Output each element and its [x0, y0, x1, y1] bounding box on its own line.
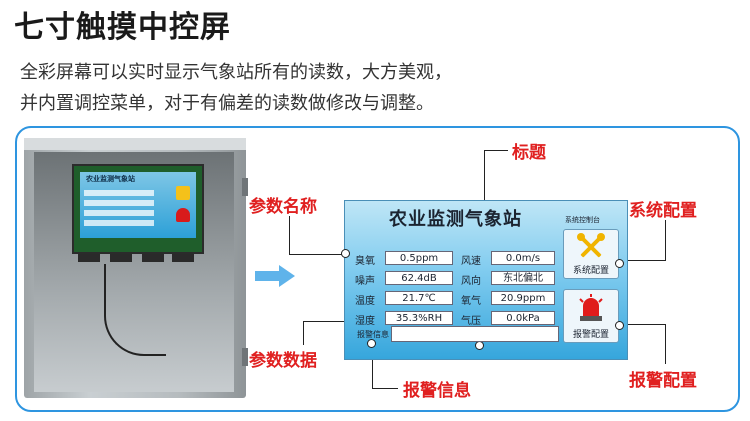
callout-line — [289, 216, 290, 254]
reading-label: 湿度 — [355, 316, 375, 327]
callout-anchor — [615, 259, 624, 268]
callout-line — [372, 388, 398, 389]
device-reading-row — [84, 210, 154, 216]
callout-system-config: 系统配置 — [629, 201, 697, 221]
device-reading-row — [84, 200, 154, 206]
callout-line — [617, 260, 666, 261]
terminal-block — [72, 254, 200, 264]
reading-label: 气压 — [461, 316, 481, 327]
touchscreen-mockup: 农业监测气象站 臭氧 0.5ppm 风速 0.0m/s 噪声 62.4dB 风向… — [341, 200, 628, 360]
callout-line — [303, 321, 363, 322]
callout-anchor — [475, 341, 484, 350]
callout-line — [303, 321, 304, 345]
page-heading: 七寸触摸中控屏 — [14, 10, 231, 45]
device-reading-row — [84, 190, 154, 196]
callout-line — [617, 324, 666, 325]
reading-value: 62.4dB — [385, 271, 453, 285]
reading-value: 21.7℃ — [385, 291, 453, 305]
terminal — [142, 254, 164, 262]
reading-value: 东北偏北 — [491, 271, 555, 285]
reading-value: 35.3%RH — [385, 311, 453, 325]
wrench-icon — [176, 186, 190, 200]
callout-param-name: 参数名称 — [249, 197, 317, 217]
alarm-info-field — [391, 326, 559, 342]
reading-value: 20.9ppm — [491, 291, 555, 305]
callout-line — [289, 254, 349, 255]
tools-icon — [577, 233, 605, 258]
callout-line — [484, 150, 485, 202]
callout-line — [665, 324, 666, 364]
alarm-info-label: 报警信息 — [357, 330, 389, 339]
reading-value: 0.0m/s — [491, 251, 555, 265]
cable — [104, 264, 166, 356]
callout-line — [484, 150, 508, 151]
right-arrow-icon — [255, 265, 295, 287]
callout-alarm-info: 报警信息 — [403, 381, 471, 401]
callout-anchor — [615, 321, 624, 330]
device-reading-row — [84, 220, 154, 226]
description-line-1: 全彩屏幕可以实时显示气象站所有的读数，大方美观， — [20, 62, 452, 83]
alarm-light-icon — [579, 294, 603, 321]
alarm-config-label: 报警配置 — [572, 330, 609, 340]
screen-title: 农业监测气象站 — [389, 209, 522, 230]
callout-line — [372, 340, 373, 388]
system-config-label: 系统配置 — [572, 266, 609, 276]
cabinet-hinge — [242, 178, 248, 196]
alarm-light-icon — [176, 208, 190, 222]
reading-label: 温度 — [355, 296, 375, 307]
description-line-2: 并内置调控菜单，对于有偏差的读数做修改与调整。 — [20, 93, 434, 114]
terminal — [110, 254, 132, 262]
reading-label: 臭氧 — [355, 256, 375, 267]
callout-anchor — [341, 249, 350, 258]
system-config-button[interactable]: 系统配置 — [563, 229, 619, 279]
reading-label: 噪声 — [355, 276, 375, 287]
reading-label: 氧气 — [461, 296, 481, 307]
callout-anchor — [367, 339, 376, 348]
terminal — [78, 254, 100, 262]
callout-alarm-config: 报警配置 — [629, 371, 697, 391]
reading-label: 风向 — [461, 276, 481, 287]
callout-line — [665, 220, 666, 260]
product-panel: 农业监测气象站 标题 参数名称 系统配置 参数数据 — [15, 126, 740, 412]
reading-value: 0.5ppm — [385, 251, 453, 265]
cabinet-top — [24, 138, 246, 150]
terminal — [172, 254, 194, 262]
cabinet-hinge — [242, 348, 248, 366]
callout-title: 标题 — [512, 143, 546, 163]
reading-label: 风速 — [461, 256, 481, 267]
device-screen-title: 农业监测气象站 — [86, 175, 135, 183]
control-cabinet-image: 农业监测气象站 — [24, 138, 248, 398]
device-screen: 农业监测气象站 — [80, 172, 196, 238]
system-console-label: 系统控制台 — [565, 216, 600, 224]
mounted-display-device: 农业监测气象站 — [72, 164, 204, 254]
callout-param-data: 参数数据 — [249, 351, 317, 371]
reading-value: 0.0kPa — [491, 311, 555, 325]
alarm-config-button[interactable]: 报警配置 — [563, 289, 619, 343]
